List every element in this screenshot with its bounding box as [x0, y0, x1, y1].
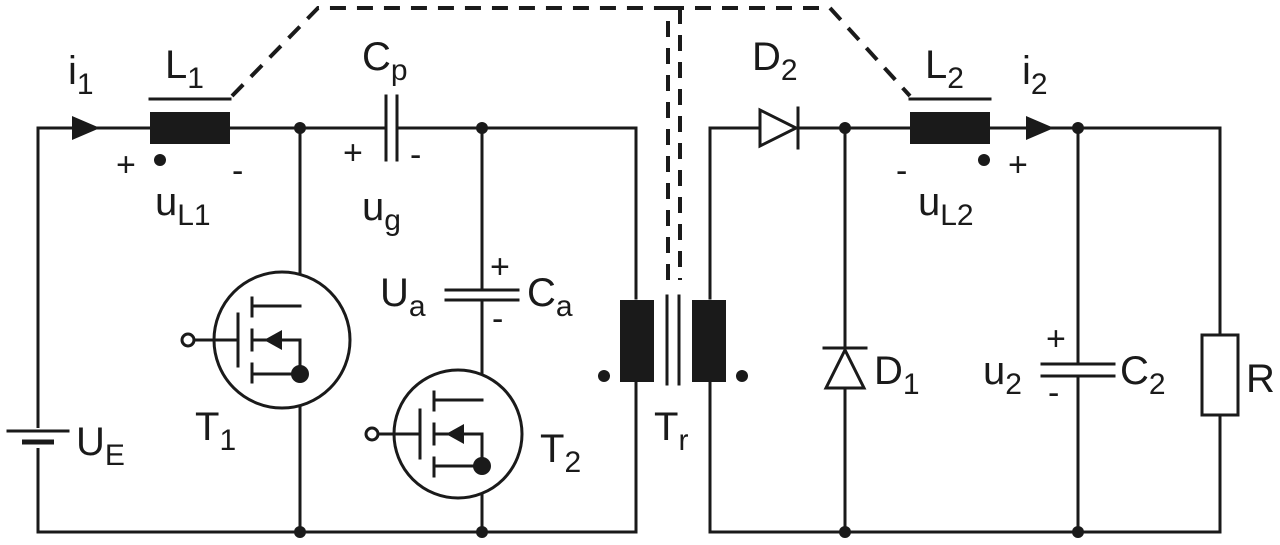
transformer-secondary-dot	[736, 370, 748, 382]
diode-d1	[822, 346, 868, 390]
capacitor-cp	[384, 94, 399, 162]
secondary-junctions	[839, 122, 1084, 538]
label-tr: Tr	[654, 405, 688, 457]
sign-ul1-plus: +	[116, 146, 136, 184]
transformer-secondary-winding	[692, 300, 726, 382]
junction-dot	[476, 122, 488, 134]
wire-sec-top-right	[988, 126, 1222, 337]
junction-dot	[839, 122, 851, 134]
transformer-primary-dot	[598, 370, 610, 382]
inductor-l2	[908, 97, 992, 166]
label-c2: C2	[1120, 349, 1166, 401]
mosfet-t1	[180, 270, 352, 410]
capacitor-ca	[444, 288, 520, 302]
junction-dot	[294, 122, 306, 134]
junction-dot	[476, 526, 488, 538]
label-ue: UE	[76, 420, 125, 472]
junction-dot	[294, 526, 306, 538]
current-arrow-i1	[72, 116, 100, 140]
sign-ug-minus: -	[410, 136, 421, 174]
label-ug: ug	[362, 185, 401, 237]
label-r: R	[1246, 357, 1275, 401]
diode-d2-triangle	[758, 107, 800, 149]
sign-ul2-plus: +	[1008, 146, 1028, 184]
coupling-dash-left	[230, 6, 670, 280]
inductor-l2-dot	[978, 154, 990, 166]
label-d1: D1	[874, 349, 920, 401]
junction-dot	[1072, 122, 1084, 134]
inductor-l1	[148, 97, 232, 166]
mosfet-t2-source-dot	[473, 457, 491, 475]
coupling-dash-right	[668, 6, 912, 98]
label-l2: L2	[925, 43, 964, 95]
junction-dot	[1072, 526, 1084, 538]
sign-ua-plus: +	[490, 248, 510, 286]
label-i1: i1	[68, 49, 94, 101]
label-ua: Ua	[380, 271, 426, 323]
diode-d1-triangle	[823, 346, 867, 390]
component-labels: i1 L1 uL1 Cp ug Ua Ca T1 T2 UE Tr D2 L2 …	[68, 35, 1275, 479]
label-u2: u2	[983, 349, 1022, 401]
wire-sec-top-left	[708, 126, 762, 300]
transformer-primary-winding	[620, 300, 654, 382]
mosfet-t1-arrow	[264, 330, 282, 350]
label-cp: Cp	[362, 35, 408, 87]
sign-u2-plus: +	[1046, 320, 1066, 358]
wire-left-vertical-lower	[36, 380, 638, 534]
diode-d2	[758, 106, 800, 150]
junction-dot	[839, 526, 851, 538]
sign-ug-plus: +	[343, 134, 363, 172]
mosfet-t2-body	[460, 432, 484, 468]
resistor-r	[1200, 333, 1240, 417]
current-arrow-i2	[1026, 116, 1054, 140]
source-ue	[6, 428, 70, 448]
label-t1: T1	[195, 405, 236, 457]
sign-ul2-minus: -	[896, 152, 907, 190]
mosfet-t1-gate	[192, 312, 240, 368]
wire-top-right	[395, 126, 638, 300]
wire-sec-bottom	[708, 380, 1222, 534]
mosfet-t2-arrow	[446, 424, 464, 444]
label-d2: D2	[752, 35, 798, 87]
label-i2: i2	[1022, 49, 1048, 101]
inductor-l1-core	[150, 112, 230, 144]
mosfet-t2-gate-terminal	[364, 426, 380, 442]
mosfet-t1-body	[280, 338, 302, 376]
inductor-l2-core	[910, 112, 990, 144]
sign-ul1-minus: -	[232, 152, 243, 190]
label-ul2: uL2	[918, 180, 974, 232]
polarity-signs: + - + - + - - + + -	[116, 134, 1066, 412]
label-l1: L1	[165, 43, 204, 95]
transformer-tr	[598, 294, 748, 386]
label-t2: T2	[540, 427, 581, 479]
inductor-l1-dot	[154, 154, 166, 166]
capacitor-c2	[1040, 362, 1116, 378]
label-ca: Ca	[527, 271, 573, 323]
sign-ua-minus: -	[492, 300, 503, 338]
secondary-wiring	[708, 126, 1222, 534]
mosfet-t1-source-dot	[291, 365, 309, 383]
mosfet-t2	[364, 368, 524, 500]
primary-junctions	[294, 122, 488, 538]
coupling-lines	[230, 6, 912, 280]
sign-u2-minus: -	[1048, 374, 1059, 412]
mosfet-t1-gate-terminal	[180, 332, 196, 348]
label-ul1: uL1	[155, 180, 211, 232]
mosfet-t2-gate	[376, 408, 422, 460]
